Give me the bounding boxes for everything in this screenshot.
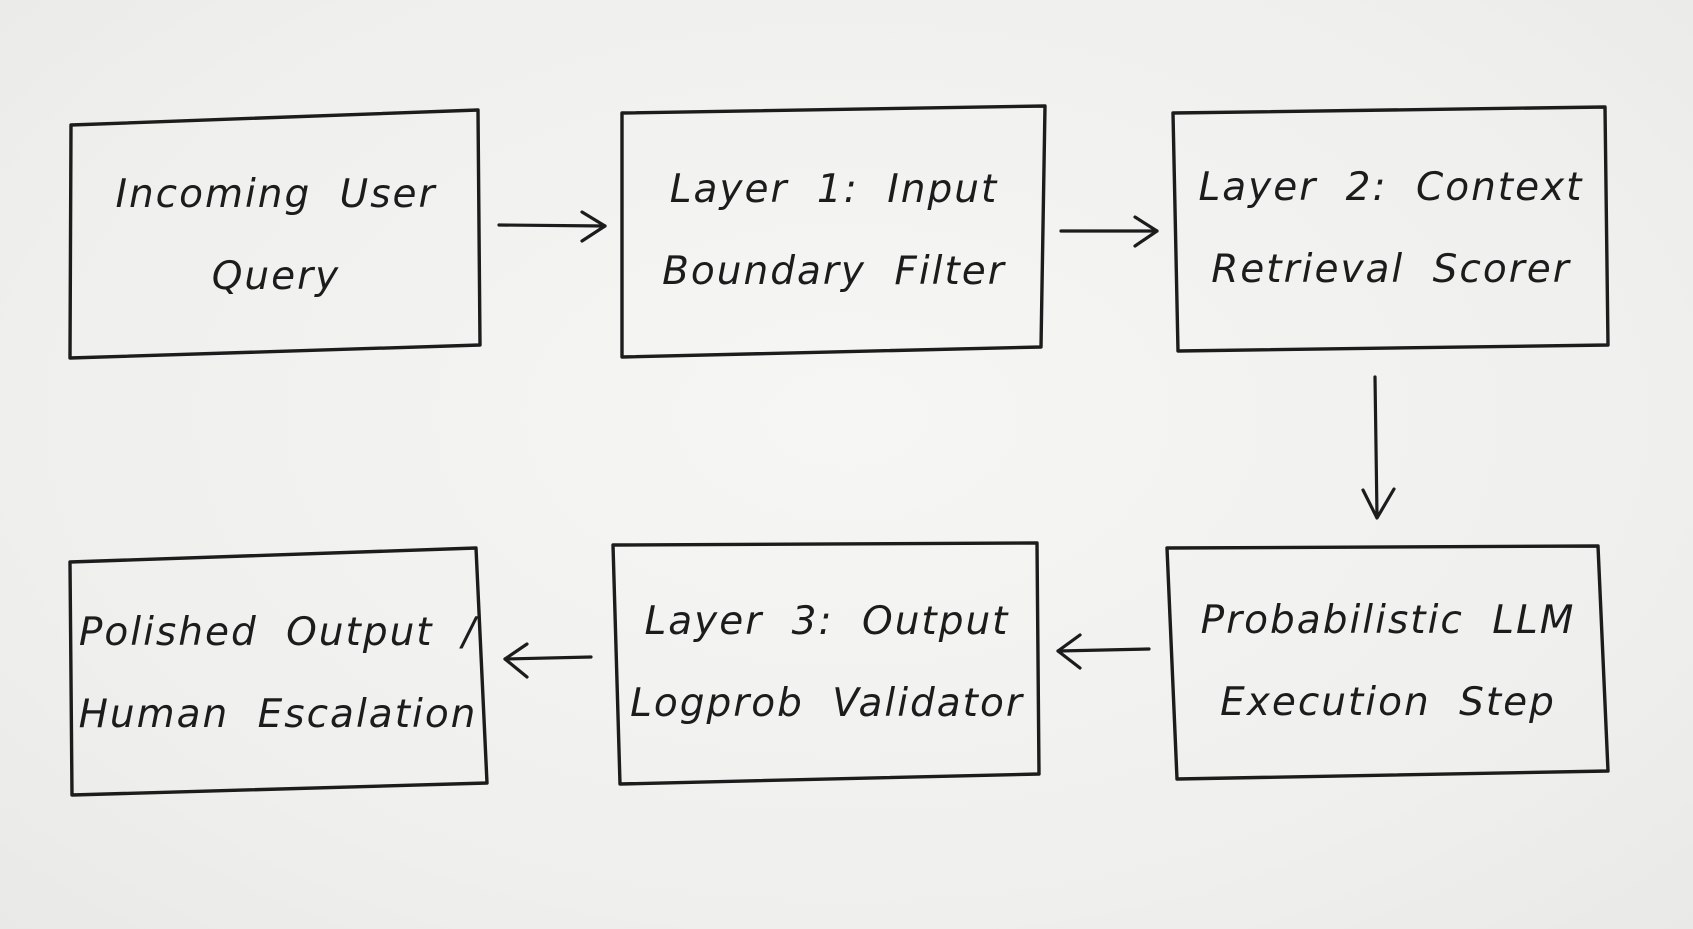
- arrow-layer1-to-layer2: [1059, 215, 1159, 248]
- node-layer3: Layer 3: Output Logprob Validator: [615, 545, 1039, 781]
- node-layer1-line-1: Layer 1: Input: [669, 167, 999, 212]
- node-layer1: Layer 1: Input Boundary Filter: [624, 110, 1044, 352]
- arrow-layer2-to-llm-step: [1361, 375, 1396, 520]
- node-layer3-line-1: Layer 3: Output: [644, 599, 1010, 644]
- node-incoming-query: Incoming User Query: [72, 118, 480, 354]
- arrow-layer3-to-output: [503, 642, 593, 679]
- node-layer2: Layer 2: Context Retrieval Scorer: [1175, 110, 1607, 348]
- node-layer1-line-2: Boundary Filter: [662, 249, 1006, 294]
- box-layer1-outline: [620, 104, 1047, 359]
- box-layer2-outline: [1171, 105, 1610, 353]
- node-output-line-2: Human Escalation: [78, 692, 478, 737]
- arrow-llm-step-to-layer3: [1056, 633, 1151, 670]
- box-incoming-query-outline: [68, 108, 482, 360]
- box-output-outline: [68, 546, 489, 797]
- node-incoming-query-line-2: Query: [211, 254, 341, 299]
- node-llm-step-line-1: Probabilistic LLM: [1200, 598, 1576, 643]
- node-incoming-query-line-1: Incoming User: [115, 172, 437, 217]
- box-llm-step-outline: [1165, 544, 1610, 781]
- node-llm-step-line-2: Execution Step: [1220, 680, 1556, 725]
- box-layer3-outline: [611, 541, 1041, 786]
- node-output-line-1: Polished Output /: [78, 610, 478, 655]
- node-layer2-line-2: Retrieval Scorer: [1211, 247, 1571, 292]
- node-output: Polished Output / Human Escalation: [72, 556, 484, 792]
- node-layer3-line-2: Logprob Validator: [630, 681, 1024, 726]
- arrow-incoming-to-layer1: [497, 210, 607, 243]
- node-llm-step: Probabilistic LLM Execution Step: [1170, 548, 1606, 776]
- node-layer2-line-1: Layer 2: Context: [1198, 165, 1584, 210]
